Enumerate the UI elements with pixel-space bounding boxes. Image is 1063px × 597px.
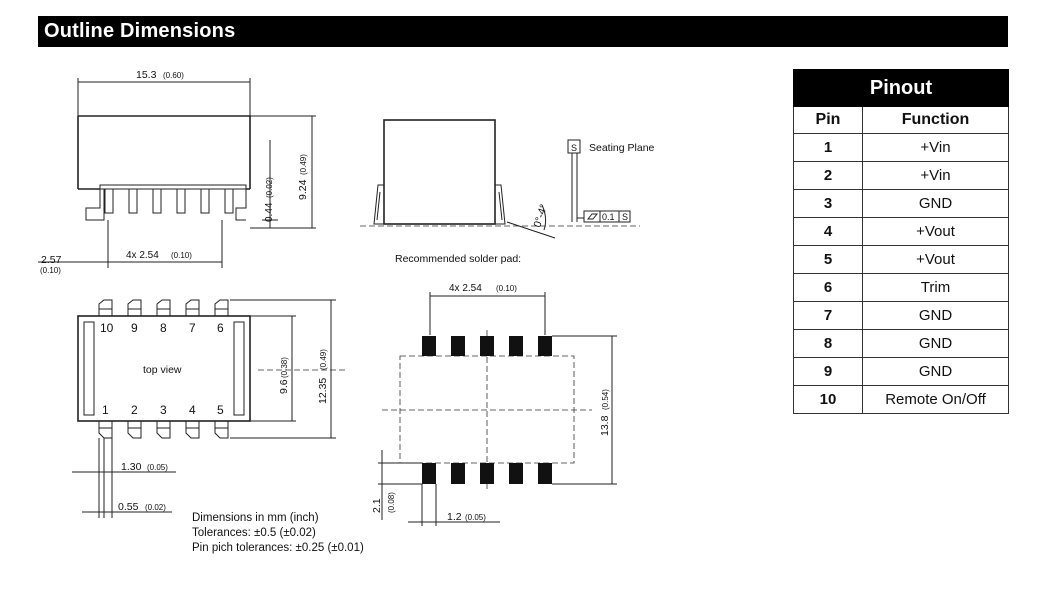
pin-function: GND: [862, 357, 1009, 386]
top-pin-2: 2: [131, 403, 138, 417]
pin-number: 1: [793, 133, 863, 162]
dimension-notes: Dimensions in mm (inch) Tolerances: ±0.5…: [192, 511, 364, 556]
table-row: 4+Vout: [793, 217, 1009, 246]
solder-pitch-label: 4x 2.54: [449, 283, 482, 294]
top-pin-3: 3: [160, 403, 167, 417]
section-title: Outline Dimensions: [44, 20, 236, 42]
top-leadw-label: 0.55: [118, 501, 139, 513]
pin-number: 8: [793, 329, 863, 358]
solder-padw-label: 1.2: [447, 511, 462, 523]
section-header: Outline Dimensions: [38, 16, 1008, 47]
pin-number: 4: [793, 217, 863, 246]
top-view-label: top view: [143, 364, 182, 376]
solder-pad-view: Recommended solder pad: 4x 2.54 (0.10) 1…: [371, 253, 617, 526]
side-view-pins: [85, 184, 247, 221]
side-pitch-label: 4x 2.54: [126, 250, 159, 261]
side-offset-inch: (0.10): [40, 266, 61, 275]
top-leadpitch-inch: (0.05): [147, 463, 168, 472]
side-width-inch: (0.60): [163, 71, 184, 80]
top-pin-6: 6: [217, 321, 224, 335]
function-column-header: Function: [862, 106, 1009, 134]
top-pin-8: 8: [160, 321, 167, 335]
top-overall-inch: (0.49): [319, 349, 328, 370]
pin-function: GND: [862, 301, 1009, 330]
side-width-label: 15.3: [136, 69, 157, 81]
top-leadpitch-label: 1.30: [121, 461, 142, 473]
solder-padlen-label: 2.1: [371, 498, 383, 513]
pin-function: +Vin: [862, 133, 1009, 162]
pin-number: 10: [793, 385, 863, 414]
seating-plane-label: Seating Plane: [589, 142, 655, 154]
side-view: 15.3 (0.60) 9.24 (0.49) 0.44 (0.02): [38, 69, 316, 275]
pin-number: 7: [793, 301, 863, 330]
pin-function: +Vin: [862, 161, 1009, 190]
table-row: 2+Vin: [793, 161, 1009, 190]
end-angle-label: 0°-4°: [531, 203, 550, 229]
top-bodyw-inch: (0.38): [280, 357, 289, 378]
solder-padlen-inch: (0.08): [387, 492, 396, 513]
flatness-value: 0.1: [602, 212, 615, 222]
pin-number: 3: [793, 189, 863, 218]
top-pin-10: 10: [100, 321, 114, 335]
top-bodyw-label: 9.6: [278, 379, 290, 394]
flatness-ref: S: [622, 212, 628, 222]
end-view: 0°-4° S Seating Plane 0.1 S: [360, 119, 655, 239]
pinout-title: Pinout: [793, 69, 1009, 107]
top-leadw-inch: (0.02): [145, 503, 166, 512]
top-overall-label: 12.35: [317, 378, 329, 404]
side-standoff-label: 0.44: [264, 202, 275, 222]
solder-padw-inch: (0.05): [465, 513, 486, 522]
pin-function: GND: [862, 189, 1009, 218]
seating-ref: S: [571, 143, 577, 153]
side-height-label: 9.24: [297, 179, 309, 200]
side-offset-label: 2.57: [41, 254, 62, 266]
pin-function: +Vout: [862, 217, 1009, 246]
top-pin-7: 7: [189, 321, 196, 335]
solder-caption: Recommended solder pad:: [395, 253, 521, 265]
side-pitch-inch: (0.10): [171, 251, 192, 260]
pin-number: 2: [793, 161, 863, 190]
pin-column-header: Pin: [793, 106, 863, 134]
top-pin-5: 5: [217, 403, 224, 417]
table-row: 5+Vout: [793, 245, 1009, 274]
top-pin-4: 4: [189, 403, 196, 417]
side-standoff-inch: (0.02): [265, 177, 274, 198]
top-pin-1: 1: [102, 403, 109, 417]
notes-line-1: Dimensions in mm (inch): [192, 512, 319, 524]
notes-line-2: Tolerances: ±0.5 (±0.02): [192, 527, 316, 539]
table-row: 1+Vin: [793, 133, 1009, 162]
solder-span-label: 13.8: [599, 415, 611, 436]
notes-line-3: Pin pich tolerances: ±0.25 (±0.01): [192, 542, 364, 554]
top-view: 10 9 8 7 6 1 2 3 4 5 top view 9.6 (0.38)…: [72, 299, 345, 518]
side-height-inch: (0.49): [299, 154, 308, 175]
pin-function: +Vout: [862, 245, 1009, 274]
pin-number: 5: [793, 245, 863, 274]
solder-pads: [422, 336, 552, 484]
solder-pitch-inch: (0.10): [496, 284, 517, 293]
solder-span-inch: (0.54): [601, 389, 610, 410]
pin-number: 9: [793, 357, 863, 386]
pin-function: Trim: [862, 273, 1009, 302]
pin-function: Remote On/Off: [862, 385, 1009, 414]
pin-function: GND: [862, 329, 1009, 358]
top-pin-9: 9: [131, 321, 138, 335]
pin-number: 6: [793, 273, 863, 302]
